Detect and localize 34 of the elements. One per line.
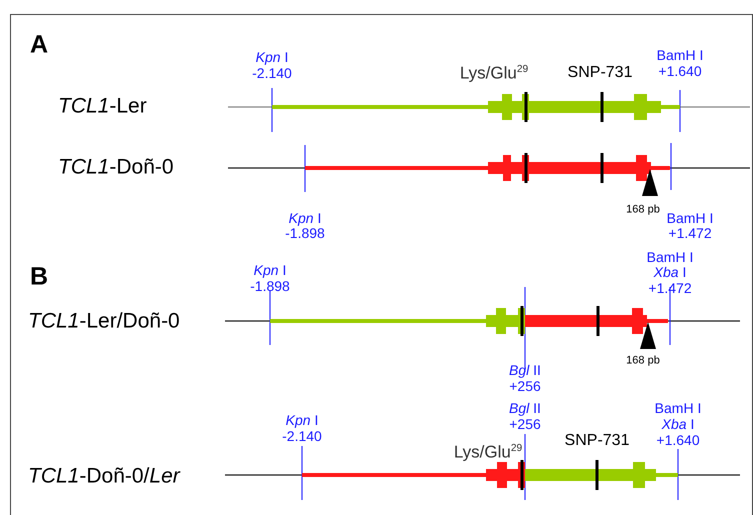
restriction-site-label: Kpn I (288, 211, 322, 225)
restriction-site-label: BamH I (666, 211, 714, 225)
restriction-site-label: +1.472 (668, 226, 712, 240)
restriction-site-label: Xba I (654, 265, 686, 279)
restriction-site-label: Bgl II (509, 401, 541, 415)
mutation-label: Lys/Glu$^{29}$ (454, 444, 522, 460)
restriction-site-label: -2.140 (282, 429, 322, 443)
insertion-size-label: 168 pb (626, 356, 660, 366)
panel-letter: A (30, 32, 48, 58)
restriction-site-label: -2.140 (252, 66, 292, 80)
construct-name: TCL1-Doñ-0/Ler (28, 466, 180, 486)
restriction-site-label: -1.898 (285, 226, 325, 240)
restriction-site-label: BamH I (656, 48, 704, 62)
restriction-site-label: BamH I (646, 250, 694, 264)
construct-name: TCL1-Ler (58, 96, 147, 116)
snp-label: SNP-731 (564, 433, 630, 449)
restriction-site-label: Kpn I (254, 263, 286, 277)
restriction-site-label: +1.640 (656, 433, 700, 447)
construct-name: TCL1-Ler/Doñ-0 (28, 310, 180, 332)
restriction-site-label: +1.472 (648, 281, 692, 295)
mutation-label: Lys/Glu$^{29}$ (460, 64, 528, 82)
restriction-site-label: +1.640 (658, 64, 702, 78)
restriction-site-label: Kpn I (256, 50, 288, 64)
restriction-site-label: BamH I (654, 401, 702, 415)
restriction-site-label: -1.898 (250, 279, 290, 293)
snp-label: SNP-731 (568, 65, 632, 81)
restriction-site-label: Xba I (662, 417, 694, 431)
restriction-site-label: +256 (509, 379, 541, 393)
construct-name: TCL1-Doñ-0 (58, 156, 174, 178)
restriction-site-label: Bgl II (509, 363, 541, 377)
panel-letter: B (30, 264, 48, 290)
insertion-size-label: 168 pb (626, 204, 660, 216)
restriction-site-label: Kpn I (286, 413, 318, 427)
restriction-site-label: +256 (509, 417, 541, 431)
